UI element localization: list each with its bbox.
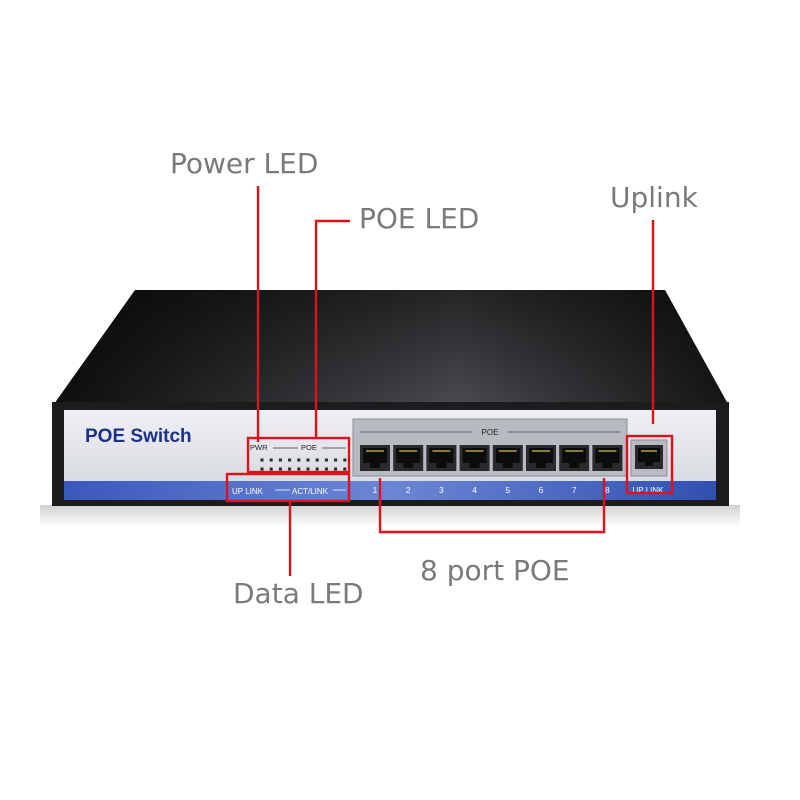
port-number-3: 3 (439, 485, 444, 495)
uplink-box (625, 434, 674, 495)
led-dot (269, 458, 273, 462)
port-number-7: 7 (572, 485, 577, 495)
led-dot (297, 458, 301, 462)
power-led-callout: Power LED (170, 147, 319, 180)
poe-led-leader (314, 219, 350, 438)
led-dot (334, 458, 338, 462)
led-dot (306, 458, 310, 462)
uplink-port-label: UP LINK (633, 486, 665, 495)
led-dot (278, 458, 282, 462)
poe-led-label: POE (301, 443, 317, 452)
rj45-port (426, 445, 457, 471)
port-number-4: 4 (472, 485, 477, 495)
led-dot (343, 467, 347, 471)
rj45-port (526, 445, 556, 471)
led-dot (288, 458, 292, 462)
led-indicators (260, 458, 347, 471)
led-dot (260, 467, 264, 471)
blue-strip (64, 481, 716, 500)
port-number-6: 6 (539, 485, 544, 495)
led-dot (315, 458, 319, 462)
port-poe-bracket (378, 478, 606, 534)
led-dot (324, 458, 328, 462)
rj45-port (559, 445, 590, 471)
rj45-ports (360, 445, 623, 471)
led-dot (324, 467, 328, 471)
uplink-led-label: UP LINK (232, 487, 264, 496)
data-led-callout: Data LED (233, 577, 364, 610)
led-dot (306, 467, 310, 471)
uplink-callout: Uplink (610, 181, 698, 214)
pwr-label: PWR (250, 443, 268, 452)
led-dot (260, 458, 264, 462)
poe-led-box (246, 436, 351, 474)
floor-shadow (40, 505, 740, 527)
port-number-labels: 1 2 3 4 5 6 7 8 (373, 485, 610, 495)
annotation-lines (225, 186, 674, 576)
rj45-port (360, 445, 390, 471)
port-number-2: 2 (406, 485, 411, 495)
port-number-8: 8 (605, 485, 610, 495)
rj45-port (393, 445, 424, 471)
led-dot (343, 458, 347, 462)
led-dot (269, 467, 273, 471)
poe-group-label: POE (482, 428, 499, 437)
led-dot (315, 467, 319, 471)
act-link-label: ACT/LINK (292, 487, 329, 496)
brand-label: POE Switch (85, 426, 192, 447)
led-dot (278, 467, 282, 471)
port-poe-callout: 8 port POE (420, 554, 570, 587)
uplink-port (635, 445, 663, 469)
led-dot (288, 467, 292, 471)
port-number-5: 5 (505, 485, 510, 495)
poe-led-callout: POE LED (359, 202, 480, 235)
port-number-1: 1 (373, 485, 378, 495)
rj45-port (492, 445, 523, 471)
rj45-port (459, 445, 490, 471)
led-dot (297, 467, 301, 471)
rj45-port (592, 445, 623, 471)
data-led-box (225, 472, 351, 503)
chassis-top-shade (54, 290, 728, 404)
led-dot (334, 467, 338, 471)
